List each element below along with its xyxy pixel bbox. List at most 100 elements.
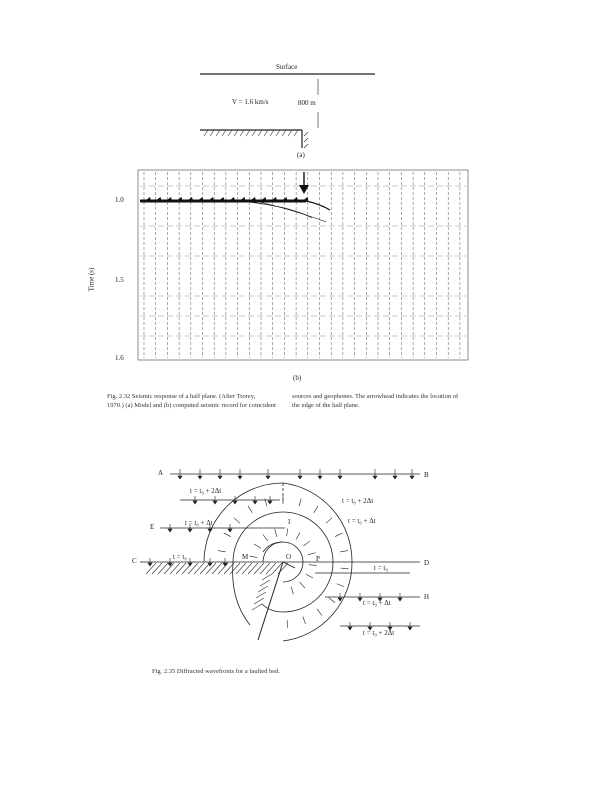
diffraction-ray: [328, 597, 336, 603]
ray-arrowhead: [377, 597, 383, 602]
diffraction-ray: [308, 564, 317, 566]
ray-arrowhead: [392, 475, 398, 480]
ray-arrowhead: [147, 562, 153, 567]
ray-arrowhead: [222, 562, 228, 567]
ray-arrowhead: [387, 626, 393, 631]
label-t2-top: t = t₀ + 2Δt: [190, 487, 222, 495]
bed-hatch: [199, 562, 211, 575]
diffraction-ray: [247, 505, 253, 513]
bed-hatch: [211, 562, 223, 575]
trace-wiggle: [219, 197, 225, 201]
label-D: D: [424, 559, 430, 567]
diffraction-ray: [274, 528, 278, 537]
caption-2-35: Fig. 2.35 Diffracted wavefronts for a fa…: [152, 668, 281, 675]
trace-wiggle: [303, 197, 309, 201]
label-B: B: [424, 471, 429, 479]
ray-arrowhead: [317, 475, 323, 480]
caption-2-32-line3: sources and geophones. The arrowhead ind…: [292, 393, 459, 400]
diffraction-ray: [334, 532, 343, 537]
bed-hatch: [151, 562, 163, 575]
trace-wiggle: [177, 197, 183, 201]
ytick-2: 1.5: [115, 276, 124, 284]
bed-hatch: [259, 579, 271, 587]
diffraction-ray: [313, 505, 319, 513]
bed-hatch: [217, 562, 229, 575]
bed-hatch: [193, 562, 205, 575]
bed-hatch: [277, 562, 289, 575]
trace-wiggle: [293, 197, 298, 201]
bed-hatch: [163, 562, 175, 575]
panel-a-label: (a): [297, 151, 305, 159]
bed-hatch: [261, 573, 273, 581]
bed-hatch: [175, 562, 187, 575]
diffraction-ray: [290, 586, 294, 595]
diffraction-ray: [254, 543, 262, 549]
caption-2-32-line4: the edge of the half plane.: [292, 402, 360, 409]
ray-arrowhead: [409, 475, 415, 480]
ray-arrowhead: [265, 475, 271, 480]
ray-arrowhead: [227, 528, 233, 533]
bed-hatch: [253, 597, 265, 605]
diffraction-ray: [286, 528, 289, 537]
trace-wiggle: [167, 197, 172, 201]
diffraction-ray: [264, 498, 268, 507]
ray-arrowhead: [252, 500, 258, 505]
diffraction-ray: [233, 517, 241, 524]
trace-wiggle: [188, 197, 193, 201]
caption-2-32-line1: Fig. 2.32 Seismic response of a half pla…: [107, 393, 256, 400]
bed-hatch: [169, 562, 181, 575]
ray-arrowhead: [232, 500, 238, 505]
diffraction-ray: [262, 534, 268, 542]
ray-arrowhead: [187, 562, 193, 567]
diffraction-ray: [316, 608, 323, 616]
ray-arrowhead: [337, 475, 343, 480]
bed-hatch: [271, 562, 283, 575]
bed-hatch: [229, 562, 241, 575]
bed-hatch: [205, 562, 217, 575]
diffraction-ray: [336, 583, 345, 588]
diffraction-ray: [286, 619, 288, 628]
label-C: C: [132, 557, 137, 565]
label-t1-left: t = t₀ + Δt: [185, 519, 213, 527]
diffraction-ray: [307, 552, 316, 556]
bed-hatch: [145, 562, 157, 575]
diffraction-ray: [217, 550, 226, 553]
diffraction-ray: [298, 498, 302, 507]
label-t2-bottom: t = t₀ + 2Δt: [363, 629, 395, 637]
label-A: A: [158, 469, 164, 477]
ray-arrowhead: [397, 597, 403, 602]
ray-arrowhead: [167, 562, 173, 567]
bed-hatch: [259, 562, 271, 575]
diffraction-ray: [299, 581, 306, 589]
label-H: H: [424, 593, 430, 601]
bed-hatch: [223, 562, 235, 575]
bed-hatch: [265, 562, 277, 575]
label-t1-bottom: t = t₀ + Δt: [363, 599, 391, 607]
ray-arrowhead: [357, 597, 363, 602]
label-E: E: [150, 523, 155, 531]
trace-wiggle: [230, 197, 235, 201]
ray-arrowhead: [337, 597, 343, 602]
bed-hatch: [253, 562, 265, 575]
ray-arrowhead: [407, 626, 413, 631]
diffraction-ray: [305, 573, 314, 579]
trace-wiggle: [282, 197, 288, 201]
ray-arrowhead: [207, 528, 213, 533]
ray-arrowhead: [192, 500, 198, 505]
panel-b-label: (b): [293, 374, 302, 382]
ray-arrowhead: [167, 528, 173, 533]
trace-wiggle: [156, 197, 162, 201]
diffraction-ray: [302, 616, 306, 625]
label-t0-right: t = t₀: [374, 564, 388, 572]
caption-2-32-line2: 1970.) (a) Model and (b) computed seismi…: [107, 402, 276, 409]
label-P: P: [316, 555, 320, 563]
ray-arrowhead: [367, 626, 373, 631]
trace-wiggle: [251, 197, 256, 201]
diffraction-ray: [249, 555, 258, 558]
bed-hatch: [255, 591, 267, 599]
label-t1-right: t = t₀ + Δt: [348, 517, 376, 525]
bed-hatch: [251, 603, 263, 611]
ray-arrowhead: [217, 475, 223, 480]
bed-hatch: [235, 562, 247, 575]
